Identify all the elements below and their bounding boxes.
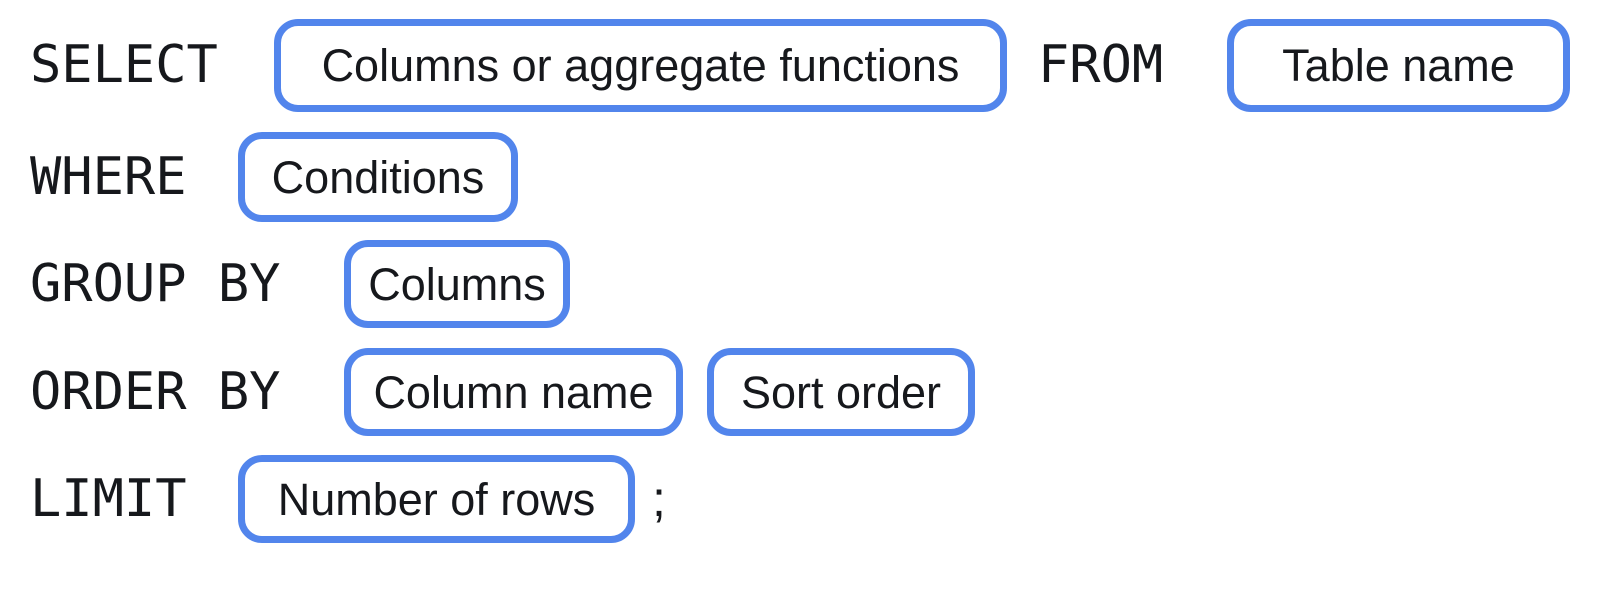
slot-limit-number-of-rows[interactable]: Number of rows: [238, 455, 635, 543]
statement-terminator-semicolon: ;: [652, 471, 666, 527]
clause-row-where: WHERE Conditions: [0, 132, 1600, 222]
keyword-order-by: ORDER BY: [30, 362, 281, 422]
slot-order-by-column-name[interactable]: Column name: [344, 348, 683, 436]
slot-select-columns[interactable]: Columns or aggregate functions: [274, 19, 1007, 112]
slot-where-conditions[interactable]: Conditions: [238, 132, 518, 222]
clause-row-select: SELECT Columns or aggregate functions FR…: [0, 19, 1600, 112]
slot-from-table-name[interactable]: Table name: [1227, 19, 1570, 112]
keyword-select: SELECT: [30, 35, 218, 95]
keyword-limit: LIMIT: [30, 469, 187, 529]
keyword-group-by: GROUP BY: [30, 254, 281, 314]
clause-row-limit: LIMIT Number of rows ;: [0, 455, 1600, 543]
slot-order-by-sort-order[interactable]: Sort order: [707, 348, 975, 436]
slot-group-by-columns[interactable]: Columns: [344, 240, 570, 328]
clause-row-order-by: ORDER BY Column name Sort order: [0, 348, 1600, 436]
keyword-where: WHERE: [30, 147, 187, 207]
clause-row-group-by: GROUP BY Columns: [0, 240, 1600, 328]
keyword-from: FROM: [1038, 35, 1164, 95]
